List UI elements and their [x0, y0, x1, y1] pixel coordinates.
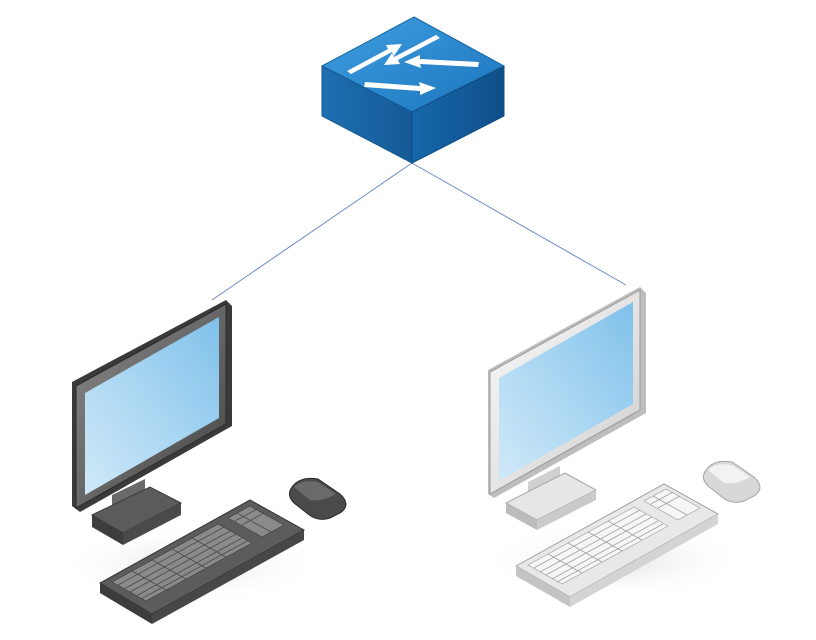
link-switch-pc-left: [211, 162, 413, 301]
desktop-computer-right: [485, 287, 761, 607]
monitor-icon: [72, 300, 232, 512]
monitor-icon: [488, 287, 646, 498]
network-switch-icon: [320, 16, 506, 164]
desktop-computer-left: [60, 300, 347, 624]
network-links: [211, 162, 627, 301]
switch-arrows-icon: [347, 35, 479, 95]
keyboard-keys: [111, 505, 285, 602]
mouse-icon: [288, 477, 347, 520]
mouse-icon: [702, 460, 761, 503]
monitor-screen: [499, 302, 633, 481]
monitor-screen: [85, 317, 219, 495]
monitor-stand: [504, 466, 598, 530]
monitor-stand: [90, 479, 183, 545]
link-switch-pc-right: [411, 162, 627, 286]
keyboard-icon: [98, 499, 306, 624]
keyboard-icon: [514, 483, 720, 607]
